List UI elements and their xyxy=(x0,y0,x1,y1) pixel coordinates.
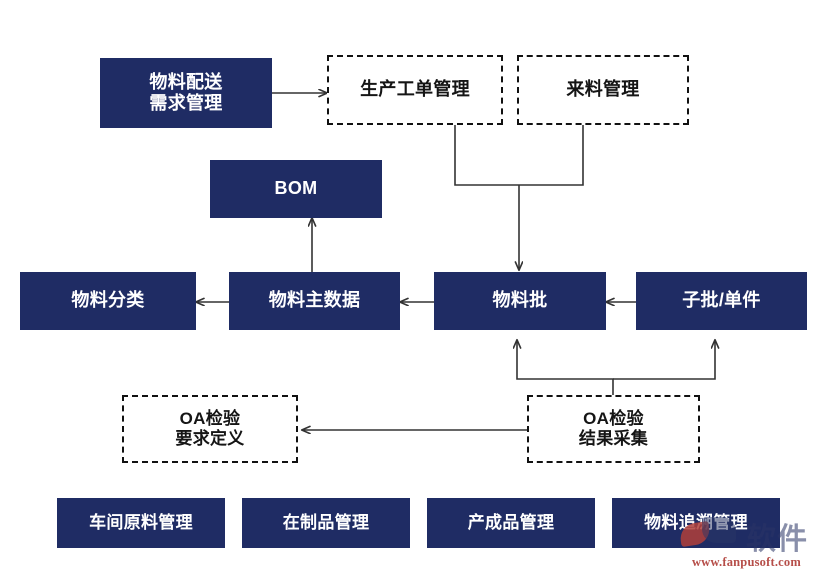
node-material-batch[interactable]: 物料批 xyxy=(434,272,606,330)
node-finished-product[interactable]: 产成品管理 xyxy=(427,498,595,548)
edge-workorder-incoming-to-batch xyxy=(454,124,584,270)
node-oa-inspection-requirement[interactable]: OA检验 要求定义 xyxy=(122,395,298,463)
node-label: 生产工单管理 xyxy=(360,79,470,100)
node-label: OA检验 结果采集 xyxy=(578,408,649,448)
node-oa-inspection-result[interactable]: OA检验 结果采集 xyxy=(527,395,700,463)
node-label: 子批/单件 xyxy=(682,290,761,311)
node-production-work-order[interactable]: 生产工单管理 xyxy=(327,55,503,125)
node-work-in-process[interactable]: 在制品管理 xyxy=(242,498,410,548)
node-label: 物料分类 xyxy=(71,290,145,311)
watermark-url: www.fanpusoft.com xyxy=(692,555,801,569)
edge-oaresult-to-batches xyxy=(517,340,715,395)
node-material-delivery-demand[interactable]: 物料配送 需求管理 xyxy=(100,58,272,128)
node-bom[interactable]: BOM xyxy=(210,160,382,218)
node-label: 产成品管理 xyxy=(467,512,555,532)
node-workshop-raw-material[interactable]: 车间原料管理 xyxy=(57,498,225,548)
node-label: OA检验 要求定义 xyxy=(175,408,245,448)
node-label: 物料配送 需求管理 xyxy=(149,71,223,113)
node-sub-batch-unit[interactable]: 子批/单件 xyxy=(636,272,807,330)
node-label: 物料追溯管理 xyxy=(644,512,748,532)
node-label: 物料批 xyxy=(492,290,548,311)
node-incoming-material[interactable]: 来料管理 xyxy=(517,55,689,125)
node-label: BOM xyxy=(274,178,318,199)
node-label: 在制品管理 xyxy=(282,512,370,532)
node-label: 物料主数据 xyxy=(268,290,361,311)
node-material-master-data[interactable]: 物料主数据 xyxy=(229,272,400,330)
node-material-traceability[interactable]: 物料追溯管理 xyxy=(612,498,780,548)
node-label: 来料管理 xyxy=(566,79,640,100)
node-material-category[interactable]: 物料分类 xyxy=(20,272,196,330)
node-label: 车间原料管理 xyxy=(89,512,193,532)
